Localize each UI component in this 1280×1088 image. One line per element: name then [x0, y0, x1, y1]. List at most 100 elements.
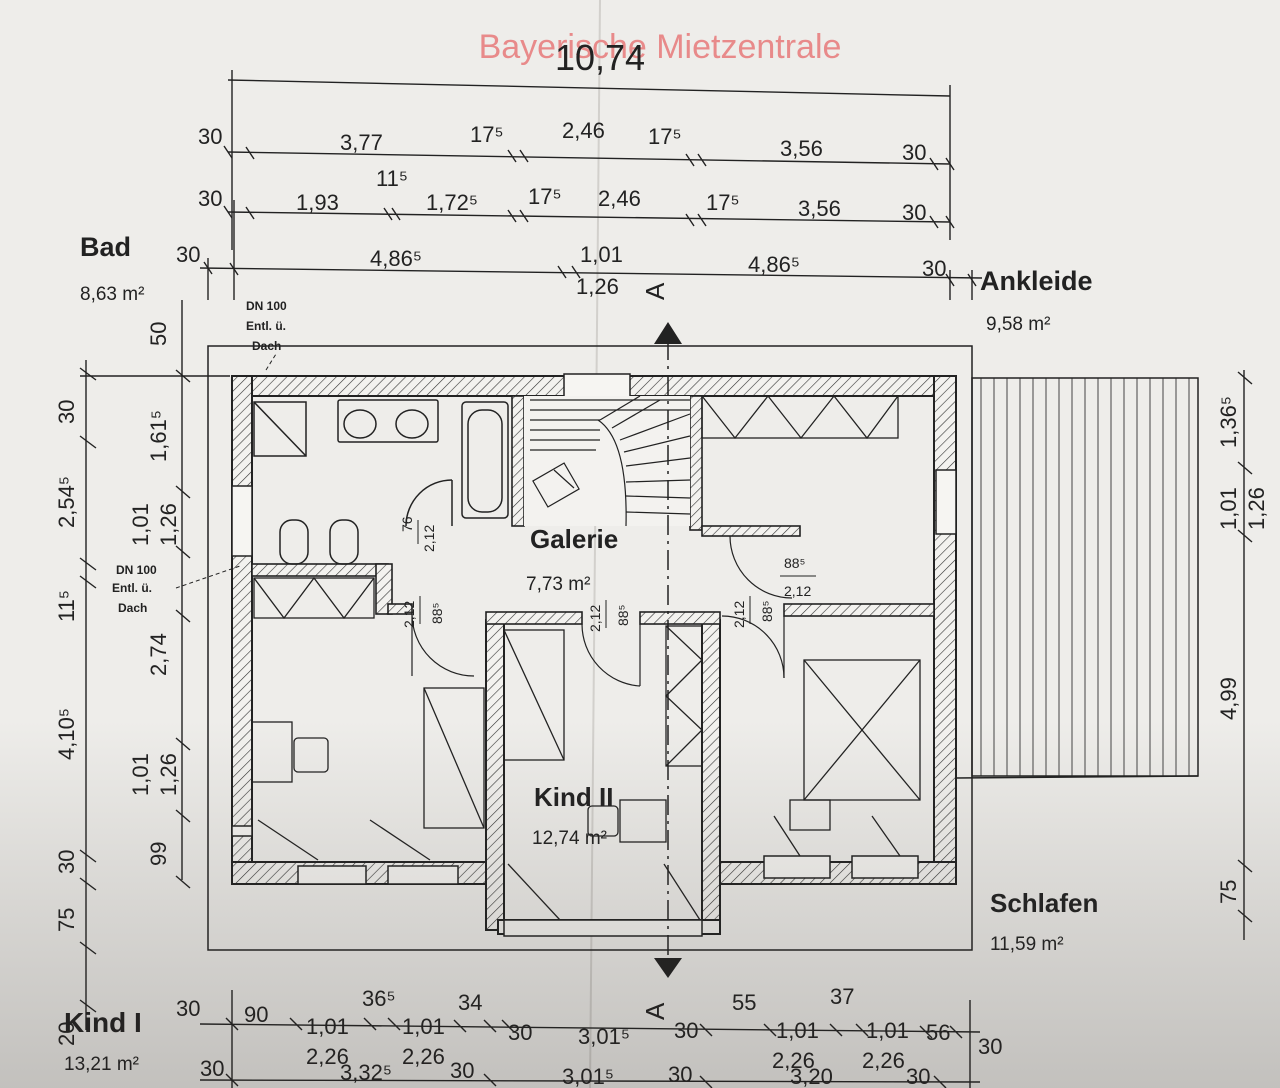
dim-top-r2-2: 1,72⁵ — [426, 190, 478, 215]
room-ankleide-name: Ankleide — [980, 266, 1093, 296]
dim-bot-r1-5: 34 — [458, 990, 482, 1015]
dim-top-r1-0: 30 — [198, 124, 222, 149]
door-schlafen-height: 2,12 — [731, 601, 747, 628]
toilet — [279, 519, 309, 565]
dim-top-r3-4: 4,86⁵ — [748, 252, 800, 277]
section-label-bottom: A — [640, 1002, 670, 1020]
watermark: Bayerische Mietzentrale — [479, 28, 842, 66]
note-dn1-line3: Dach — [252, 339, 281, 353]
dim-top-r1b: 11⁵ — [376, 166, 408, 191]
stair-arrow-box — [532, 462, 580, 508]
dim-bot-r2-0: 30 — [200, 1056, 224, 1081]
interior-walls — [251, 395, 935, 625]
door-bad-width: 76 — [399, 516, 415, 532]
note-dn1-line2: Entl. ü. — [246, 319, 286, 333]
room-galerie-area: 7,73 m² — [526, 574, 590, 595]
dim-bot-r2-2: 30 — [450, 1058, 474, 1083]
dim-right-4: 75 — [1216, 880, 1241, 904]
dim-top-r2-0: 30 — [198, 186, 222, 211]
left-dimension-lines — [79, 300, 230, 1030]
room-schlafen-area: 11,59 m² — [990, 934, 1064, 955]
dim-left-i-4: 1,01 — [128, 753, 153, 796]
bottom-dimension-lines — [199, 990, 981, 1088]
door-dimension-labels: 76 2,12 2,12 88⁵ 2,12 88⁵ 2,12 88⁵ 88⁵ 2… — [399, 516, 816, 632]
door-kind1-height: 2,12 — [401, 601, 417, 628]
dim-top-r2-7: 30 — [902, 200, 926, 225]
top-dimension-labels: 30 3,77 17⁵ 2,46 17⁵ 3,56 30 11⁵ 30 1,93… — [176, 118, 946, 299]
shower-tray — [253, 401, 307, 457]
dim-bot-r1b-3: 2,26 — [862, 1048, 905, 1073]
double-bed — [803, 659, 921, 801]
dim-top-r1-4: 17⁵ — [648, 124, 682, 149]
bathtub — [461, 401, 509, 519]
room-galerie-name: Galerie — [530, 524, 618, 554]
dim-bot-r1-2: 1,01 — [306, 1014, 349, 1039]
dim-top-r2-4: 2,46 — [598, 186, 641, 211]
dim-top-r2-5: 17⁵ — [706, 190, 740, 215]
drain-notes: DN 100 Entl. ü. Dach DN 100 Entl. ü. Dac… — [112, 299, 287, 615]
overall-width: 10,74 — [555, 37, 645, 78]
dim-top-r3-5: 30 — [922, 256, 946, 281]
furniture — [251, 629, 921, 921]
door-kind2-width: 88⁵ — [615, 605, 631, 626]
door-kind1-width: 88⁵ — [429, 603, 445, 624]
dim-right-3: 4,99 — [1216, 677, 1241, 720]
dim-bot-r1-9: 55 — [732, 990, 756, 1015]
double-washbasin — [337, 399, 439, 443]
section-label-top: A — [640, 282, 670, 300]
desk-kind1 — [251, 721, 293, 783]
room-bad-area: 8,63 m² — [80, 284, 144, 305]
dim-bot-r2-5: 3,20 — [790, 1064, 833, 1088]
dim-left-i-5: 1,26 — [156, 753, 181, 796]
dim-left-o-2: 2,54⁵ — [54, 476, 79, 528]
dim-top-r1-5: 3,56 — [780, 136, 823, 161]
dim-bot-r1-3: 36⁵ — [362, 986, 396, 1011]
room-bad-name: Bad — [80, 232, 131, 262]
left-dimension-labels: 50 30 2,54⁵ 11⁵ 4,10⁵ 30 75 20 1,61⁵ 1,0… — [54, 322, 181, 1046]
dim-top-r1-6: 30 — [902, 140, 926, 165]
dim-left-o-7: 20 — [54, 1022, 79, 1046]
dim-left-o-1: 30 — [54, 400, 79, 424]
dim-bot-r1-10: 1,01 — [776, 1018, 819, 1043]
dim-bot-r1-6: 30 — [508, 1020, 532, 1045]
dim-left-o-0: 50 — [146, 322, 171, 346]
note-dn2-line1: DN 100 — [116, 563, 157, 577]
dim-left-i-2: 1,26 — [156, 503, 181, 546]
dim-top-r3-0: 30 — [176, 242, 200, 267]
room-kind2-area: 12,74 m² — [532, 828, 607, 849]
dim-bot-r1-4: 1,01 — [402, 1014, 445, 1039]
door-schlafen-width: 88⁵ — [759, 601, 775, 622]
room-kind1-area: 13,21 m² — [64, 1054, 139, 1075]
dim-bot-r2-3: 3,01⁵ — [562, 1064, 614, 1088]
bed-kind2 — [503, 629, 565, 761]
dim-bot-r1b-1: 2,26 — [402, 1044, 445, 1069]
dim-right-1: 1,01 — [1216, 487, 1241, 530]
windows — [231, 373, 957, 937]
dim-top-r2-6: 3,56 — [798, 196, 841, 221]
dim-bot-r1b-0: 2,26 — [306, 1044, 349, 1069]
paper-fold — [589, 0, 601, 1088]
wardrobes — [253, 394, 899, 767]
door-swings — [411, 535, 793, 687]
dim-top-r1-1: 3,77 — [340, 130, 383, 155]
right-dimension-lines — [1237, 370, 1253, 940]
dim-bot-r1-11: 37 — [830, 984, 854, 1009]
bidet — [329, 519, 359, 565]
dim-top-r1-2: 17⁵ — [470, 122, 504, 147]
dim-left-o-5: 30 — [54, 850, 79, 874]
dim-bot-r1-13: 56 — [926, 1020, 950, 1045]
dim-bot-r1-7: 3,01⁵ — [578, 1024, 630, 1049]
dim-bot-r1-1: 90 — [244, 1002, 268, 1027]
room-schlafen-name: Schlafen — [990, 888, 1098, 918]
roof-area — [971, 377, 1199, 777]
bathroom-fixtures — [253, 399, 509, 565]
chair-kind2 — [587, 805, 619, 837]
right-dimension-labels: 1,36⁵ 1,01 1,26 4,99 75 — [1216, 396, 1269, 904]
note-dn1-line1: DN 100 — [246, 299, 287, 313]
dim-bot-r1-8: 30 — [674, 1018, 698, 1043]
note-dn2-line3: Dach — [118, 601, 147, 615]
dim-left-i-1: 1,01 — [128, 503, 153, 546]
room-labels: Bad 8,63 m² Ankleide 9,58 m² Galerie 7,7… — [64, 232, 1098, 1075]
desk-kind2 — [619, 799, 667, 843]
